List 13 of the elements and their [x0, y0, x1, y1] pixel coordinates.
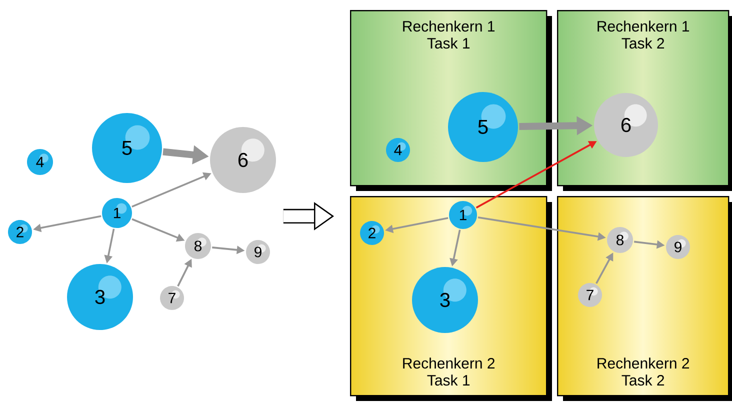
ball: 3 — [67, 264, 133, 330]
ball: 7 — [160, 286, 184, 310]
ball: 9 — [666, 235, 690, 259]
ball: 6 — [210, 127, 276, 193]
ball: 4 — [27, 149, 53, 175]
ball: 8 — [185, 233, 211, 259]
ball: 8 — [607, 227, 633, 253]
ball: 9 — [246, 240, 270, 264]
ball: 1 — [102, 198, 132, 228]
ball: 7 — [578, 283, 602, 307]
ball: 5 — [92, 113, 162, 183]
ball: 6 — [594, 93, 658, 157]
ball: 2 — [8, 220, 32, 244]
